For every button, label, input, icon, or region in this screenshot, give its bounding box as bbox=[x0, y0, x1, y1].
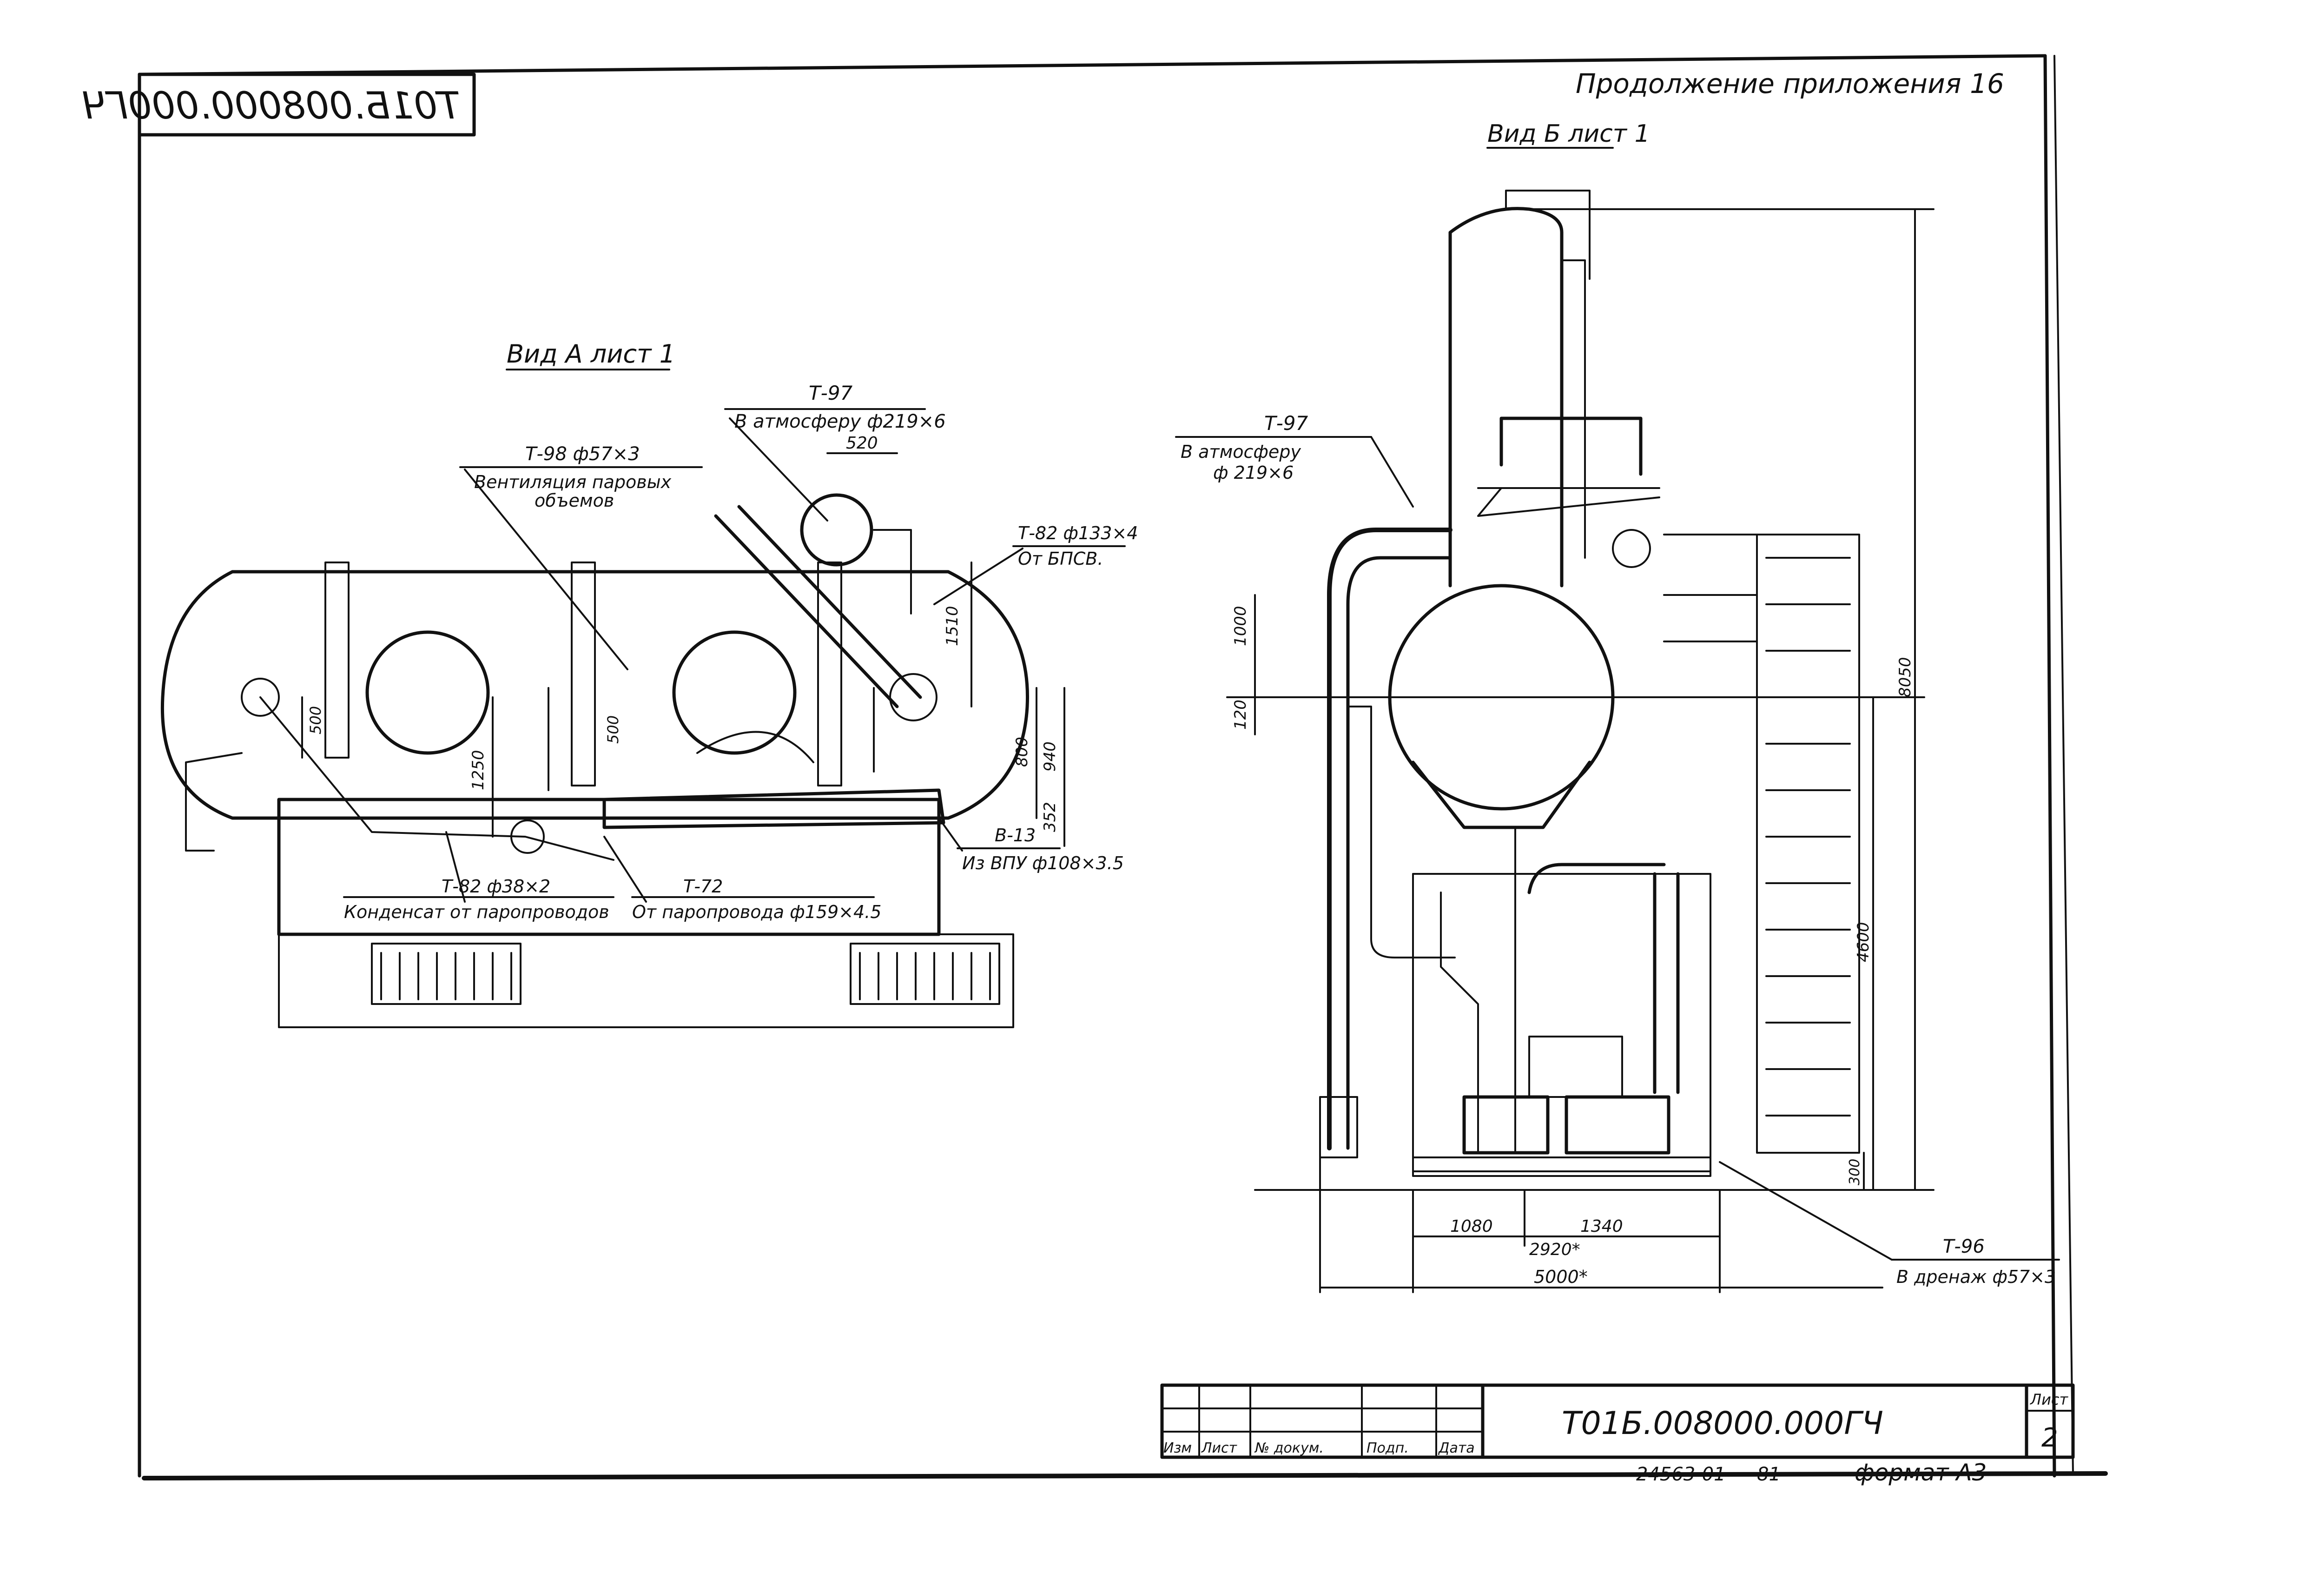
horizontal-tank bbox=[160, 570, 1030, 820]
tb-col-sign: Подп. bbox=[1367, 1440, 1409, 1456]
tb-code: Т01Б.008000.000ГЧ bbox=[1562, 1405, 1883, 1442]
label-t97: Т-97 bbox=[809, 382, 853, 404]
dim-300: 300 bbox=[1847, 1159, 1863, 1185]
tb-format: формат А3 bbox=[1855, 1459, 1987, 1486]
stair-right bbox=[850, 943, 1000, 1005]
mirrored-code-stamp: Т01Б.008000.000ГЧ bbox=[82, 73, 476, 137]
tb-col-izm: Изм bbox=[1163, 1440, 1192, 1456]
view-b: Вид Б лист 1 bbox=[1175, 120, 2060, 1293]
label-t96-note: В дренаж ф57×3 bbox=[1896, 1267, 2056, 1287]
label-t82-top: Т-82 ф133×4 bbox=[1018, 523, 1138, 543]
tb-col-doc: № докум. bbox=[1254, 1440, 1324, 1456]
dim-940: 940 bbox=[1041, 741, 1059, 772]
label-b-t97-note2: ф 219×6 bbox=[1213, 462, 1294, 483]
label-t97-note: В атмосферу ф219×6 bbox=[734, 411, 946, 432]
label-t72: Т-72 bbox=[683, 876, 723, 897]
dim-120: 120 bbox=[1231, 700, 1250, 730]
label-t96: Т-96 bbox=[1943, 1236, 1985, 1257]
view-b-title: Вид Б лист 1 bbox=[1487, 120, 1650, 148]
manhole-left bbox=[365, 630, 490, 755]
tb-col-list: Лист bbox=[1201, 1440, 1238, 1456]
label-b-t97: Т-97 bbox=[1264, 412, 1308, 435]
label-condensate: Конденсат от паропроводов bbox=[344, 902, 609, 922]
label-t98-note1: Вентиляция паровых bbox=[474, 472, 672, 492]
view-a-title: Вид А лист 1 bbox=[507, 339, 675, 369]
dim-1510: 1510 bbox=[943, 606, 962, 646]
dim-1340: 1340 bbox=[1580, 1217, 1623, 1236]
label-t98-note2: объемов bbox=[535, 490, 614, 511]
label-t82-bottom: Т-82 ф38×2 bbox=[442, 876, 550, 897]
dim-1080: 1080 bbox=[1450, 1217, 1493, 1236]
dim-352: 352 bbox=[1041, 802, 1059, 832]
dim-500b: 500 bbox=[604, 715, 622, 744]
stair-left bbox=[371, 943, 522, 1005]
tb-sheet-label: Лист bbox=[2030, 1391, 2068, 1408]
continuation-note: Продолжение приложения 16 bbox=[1576, 68, 2004, 99]
pump-motor-1 bbox=[1462, 1095, 1550, 1155]
tb-inventory: 24563-01 bbox=[1636, 1464, 1726, 1485]
mirrored-code-text: Т01Б.008000.000ГЧ bbox=[82, 84, 460, 127]
manhole-right bbox=[672, 630, 797, 755]
view-a: Вид А лист 1 bbox=[160, 339, 1138, 1028]
label-t98: Т-98 ф57×3 bbox=[525, 443, 640, 465]
dim-4600: 4600 bbox=[1854, 922, 1873, 962]
label-b13-note: Из ВПУ ф108×3.5 bbox=[962, 853, 1124, 873]
label-steam-line: От паропровода ф159×4.5 bbox=[632, 902, 881, 922]
dim-800: 800 bbox=[1013, 737, 1031, 767]
pump-motor-2 bbox=[1565, 1095, 1670, 1155]
atmosphere-valve bbox=[800, 493, 873, 567]
label-b13: В-13 bbox=[995, 825, 1036, 846]
tb-inventory2: 81 bbox=[1757, 1464, 1781, 1485]
stair-tower bbox=[1663, 534, 1860, 1154]
tb-col-date: Дата bbox=[1438, 1440, 1475, 1456]
dim-8050: 8050 bbox=[1896, 657, 1915, 697]
dim-1250: 1250 bbox=[469, 750, 488, 790]
title-block: Изм Лист № докум. Подп. Дата Т01Б.008000… bbox=[1160, 1383, 2075, 1486]
tb-sheet-no: 2 bbox=[2041, 1423, 2058, 1453]
dim-2920: 2920* bbox=[1529, 1240, 1580, 1259]
sheet-frame bbox=[138, 54, 2108, 1480]
label-t82-top-note: От БПСВ. bbox=[1018, 548, 1103, 569]
dim-5000: 5000* bbox=[1534, 1267, 1588, 1287]
deaerator-column bbox=[1448, 207, 1564, 588]
dim-500a: 500 bbox=[307, 706, 324, 734]
label-b-t97-note1: В атмосферу bbox=[1181, 442, 1301, 462]
dim-520: 520 bbox=[846, 434, 878, 453]
dim-1000: 1000 bbox=[1231, 606, 1250, 646]
